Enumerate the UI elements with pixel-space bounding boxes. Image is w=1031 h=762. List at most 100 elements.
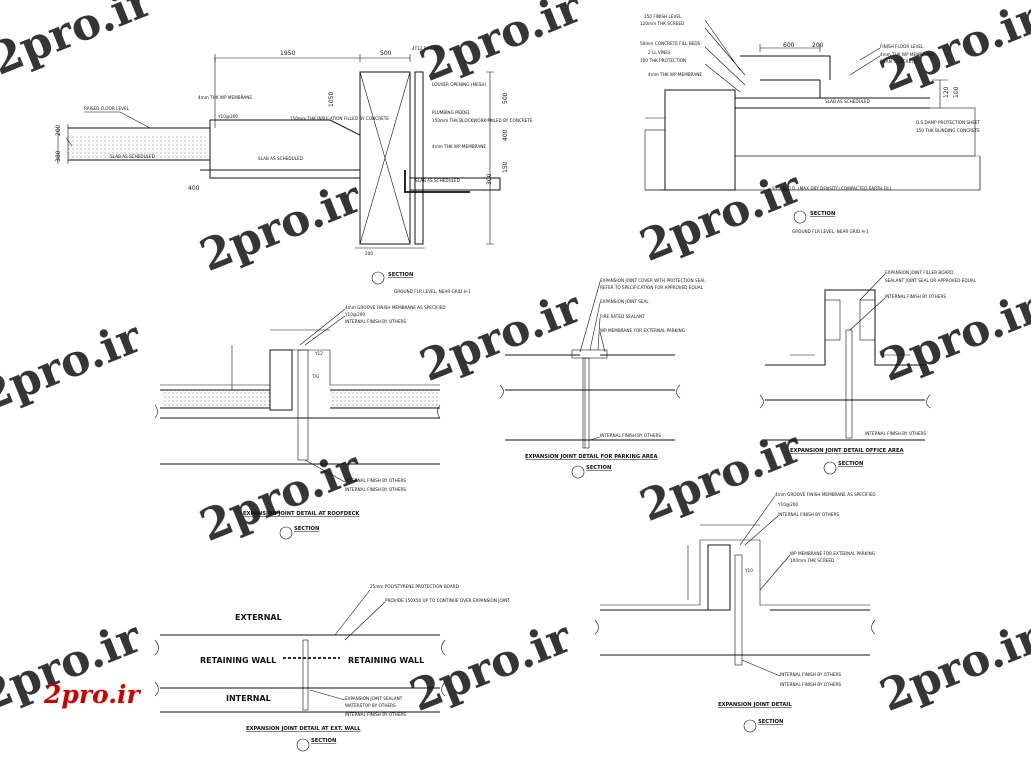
dim-text: 200 <box>365 251 373 256</box>
note: REFER TO SPECIFICATION FOR APPROVED EQUA… <box>600 285 704 290</box>
note: WP MEMBRANE FOR EXTERNAL PARKING <box>790 551 875 556</box>
watermark-text: 2pro.ir <box>413 281 589 392</box>
note: INTERNAL FINISH BY OTHERS <box>780 672 841 677</box>
note: Y10@200 <box>777 502 798 507</box>
note: INTERNAL FINISH BY OTHERS <box>778 512 839 517</box>
note: FIRE RATED SEALANT <box>600 314 645 319</box>
section-label: SECTION <box>810 211 835 217</box>
section-label: SECTION <box>294 526 319 532</box>
note: 150 FINISH LEVEL <box>644 14 682 19</box>
dim-text: 400 <box>502 129 509 141</box>
caption: EXPANSION JOINT DETAIL FOR PARKING AREA <box>525 454 657 460</box>
detail-office: EXPANSION JOINT FILLER BOARD SEALANT JOI… <box>759 270 977 475</box>
detail-ground-floor-right: 600 200 100 120 150 FINISH LEVEL 120mm T… <box>640 14 981 234</box>
caption: GROUND FLR LEVEL, NEAR GRID H-1 <box>394 289 471 294</box>
note: INTERNAL FINISH BY OTHERS <box>600 433 661 438</box>
note: D.S.DAMP PROTECTION SHEET <box>916 120 981 125</box>
note: Y10 <box>744 568 753 573</box>
note: LOUVER OPENING (MESH) <box>432 82 487 87</box>
watermark-text: 2pro.ir <box>633 161 809 272</box>
note: T/G <box>311 374 319 379</box>
dim-text: 500 <box>502 92 509 104</box>
note: INTERNAL FINISH BY OTHERS <box>780 682 841 687</box>
note: Y10@200 <box>344 312 365 317</box>
dim-text: 1050 <box>328 92 335 107</box>
caption: EXPANSION JOINT DETAIL AT ROOFDECK <box>243 511 360 517</box>
note: 4T12 REBARS <box>412 46 441 51</box>
dim-text: 120 <box>943 86 950 98</box>
dim-text: 500 <box>380 50 392 57</box>
dim-text: 400 <box>188 185 200 192</box>
section-marker <box>296 738 310 752</box>
note: INTERNAL FINISH BY OTHERS <box>345 478 406 483</box>
caption: EXPANSION JOINT DETAIL OFFICE AREA <box>790 448 904 454</box>
note: 25mm POLYSTYRENE PROTECTION BOARD <box>370 584 459 589</box>
note: FOAM CONCRETE <box>880 59 917 64</box>
note: 4mm THK WP MEMBRANE <box>198 95 252 100</box>
dim-text: 150 <box>502 161 509 173</box>
section-marker <box>371 271 385 285</box>
note: EXPANSION JOINT SEAL <box>600 299 649 304</box>
note: EXPANSION JOINT SEALANT <box>345 696 403 701</box>
caption: EXPANSION JOINT DETAIL <box>718 702 792 708</box>
dim-text: 380 <box>55 150 62 162</box>
note: INTERNAL FINISH BY OTHERS <box>345 712 406 717</box>
note: 50mm CONCRETE FILL BEDS <box>640 41 701 46</box>
note: SLAB AS SCHEDULED <box>110 154 155 159</box>
section-label: SECTION <box>311 738 336 744</box>
section-label: SECTION <box>838 461 863 467</box>
note: SLAB AS SCHEDULED <box>258 156 303 161</box>
watermark-text: 2pro.ir <box>0 311 149 422</box>
note: INTERNAL FINISH BY OTHERS <box>345 487 406 492</box>
note: WP MEMBRANE FOR EXTERNAL PARKING <box>600 328 685 333</box>
note: SLAB AS SCHEDULED <box>825 99 870 104</box>
note: WATERSTOP BY OTHERS <box>345 703 396 708</box>
dim-text: 300 <box>486 173 493 185</box>
note: 4mm THK WP MEMBRANE <box>648 72 702 77</box>
detail-roofdeck: 4mm GROOVE FINISH MEMBRANE AS SPECIFIED … <box>154 305 446 540</box>
label-retaining-wall-right: RETAINING WALL <box>348 656 424 665</box>
note: 4mm THK WP MEMBRANE <box>880 52 934 57</box>
dim-text: 200 <box>55 124 62 136</box>
note: 150 THK BLINDING CONCRETE <box>916 128 980 133</box>
note: PROVIDE 150X50 UP TO CONTINUE OVER EXPAN… <box>385 598 510 603</box>
note: INTERNAL FINISH BY OTHERS <box>865 431 926 436</box>
note: 150mm THK INSULATION FILLED BY CONCRETE <box>290 116 389 121</box>
section-label: SECTION <box>388 272 413 278</box>
note: EXPANSION JOINT FILLER BOARD <box>885 270 953 275</box>
watermark-text: 2pro.ir <box>0 0 160 86</box>
site-logo[interactable]: 2pro.ir <box>43 680 141 709</box>
dim-text: 600 <box>783 42 795 49</box>
dim-text: 1950 <box>280 50 295 57</box>
dim-text: 100 <box>953 86 960 98</box>
label-retaining-wall-left: RETAINING WALL <box>200 656 276 665</box>
caption: GROUND FLR LEVEL, NEAR GRID H-1 <box>792 229 869 234</box>
note: PLUMBING MODEL <box>432 110 471 115</box>
section-label: SECTION <box>586 465 611 471</box>
note: 95% M.D.D. (MAX.DRY DENSITY) COMPACTED E… <box>772 186 893 191</box>
note: 4mm GROOVE FINISH MEMBRANE AS SPECIFIED <box>345 305 446 310</box>
note: Y10@200 <box>217 114 238 119</box>
detail-retaining-wall: EXTERNAL RETAINING WALL RETAINING WALL I… <box>154 584 510 752</box>
caption: EXPANSION JOINT DETAIL AT EXT. WALL <box>246 726 361 732</box>
section-marker <box>571 465 585 479</box>
note: 120mm THK SCREED <box>640 21 684 26</box>
note: RAISED FLOOR LEVEL <box>84 106 130 111</box>
note: INTERNAL FINISH BY OTHERS <box>345 319 406 324</box>
section-marker <box>743 719 757 733</box>
note: SLAB AS SCHEDULED <box>415 178 460 183</box>
note: SEALANT JOINT SEAL OR APPROVED EQUAL <box>885 278 977 283</box>
note: Y12 <box>314 351 323 356</box>
dim-text: 200 <box>812 42 824 49</box>
label-external: EXTERNAL <box>235 613 282 622</box>
note: INTERNAL FINISH BY OTHERS <box>885 294 946 299</box>
note: FINISH FLOOR LEVEL <box>880 44 924 49</box>
watermark-text: 2pro.ir <box>873 611 1031 722</box>
watermark-text: 2pro.ir <box>403 611 579 722</box>
note: 100 THK PROTECTION <box>640 58 686 63</box>
label-internal: INTERNAL <box>226 694 271 703</box>
detail-expansion-joint: 4mm GROOVE FINISH MEMBRANE AS SPECIFIED … <box>594 492 876 733</box>
note: 150mm THK BLOCKWORK FILLED BY CONCRETE <box>432 118 533 123</box>
